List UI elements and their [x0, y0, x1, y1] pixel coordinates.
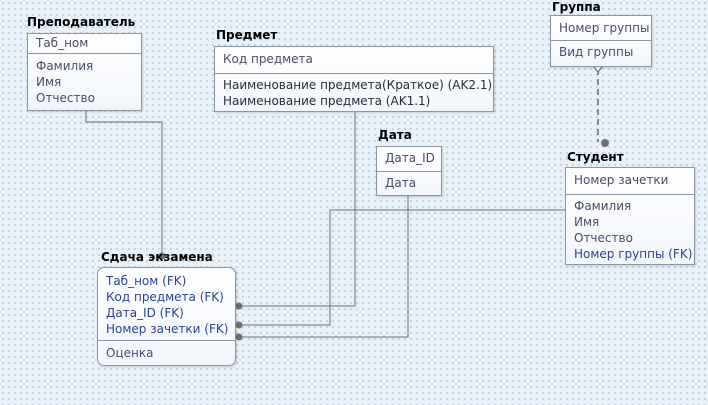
key-attribute[interactable]: Код предмета: [223, 52, 313, 66]
entity-student[interactable]: Номер зачетки Фамилия Имя Отчество Номер…: [565, 167, 695, 265]
primary-key-section: Код предмета: [215, 47, 493, 74]
primary-key-section: Таб_ном: [28, 34, 141, 54]
relationship-student-exam-endpoint: [235, 321, 243, 329]
attribute-section: Фамилия Имя Отчество: [28, 54, 141, 108]
attribute-section: Дата: [377, 172, 441, 193]
attribute[interactable]: Вид группы: [559, 45, 634, 59]
key-attribute[interactable]: Дата_ID: [385, 151, 435, 165]
foreign-key-attribute[interactable]: Код предмета (FK): [106, 290, 224, 304]
foreign-key-attribute[interactable]: Таб_ном (FK): [106, 274, 187, 288]
relationship-subject-exam-endpoint: [235, 302, 243, 310]
primary-key-section: Таб_ном (FK) Код предмета (FK) Дата_ID (…: [98, 268, 235, 341]
relationship-date-exam-endpoint: [235, 333, 243, 341]
attribute-section: Вид группы: [551, 41, 651, 62]
attribute[interactable]: Имя: [36, 75, 62, 89]
attribute-section: Наименование предмета(Краткое) (AK2.1) Н…: [215, 74, 493, 111]
relationship-teacher-exam[interactable]: [85, 110, 163, 255]
attribute[interactable]: Оценка: [106, 346, 154, 360]
attribute[interactable]: Фамилия: [36, 59, 94, 73]
entity-title-student: Студент: [567, 150, 624, 164]
attribute[interactable]: Дата: [385, 176, 417, 190]
entity-subject[interactable]: Код предмета Наименование предмета(Кратк…: [214, 46, 494, 112]
entity-teacher[interactable]: Таб_ном Фамилия Имя Отчество: [27, 33, 142, 111]
key-attribute[interactable]: Номер зачетки: [574, 173, 669, 187]
primary-key-section: Номер зачетки: [566, 168, 694, 195]
attribute[interactable]: Наименование предмета (AK1.1): [223, 94, 431, 108]
primary-key-section: Дата_ID: [377, 147, 441, 172]
entity-title-teacher: Преподаватель: [27, 15, 136, 29]
foreign-key-attribute[interactable]: Номер группы (FK): [574, 247, 693, 261]
relationship-student-exam[interactable]: [240, 209, 566, 326]
attribute[interactable]: Имя: [574, 215, 600, 229]
key-attribute[interactable]: Номер группы: [559, 21, 650, 35]
entity-title-exam: Сдача экзамена: [101, 250, 213, 264]
attribute[interactable]: Отчество: [574, 231, 633, 245]
entity-title-group: Группа: [552, 0, 601, 14]
primary-key-section: Номер группы: [551, 16, 651, 41]
attribute[interactable]: Фамилия: [574, 199, 632, 213]
foreign-key-attribute[interactable]: Номер зачетки (FK): [106, 322, 229, 336]
entity-date[interactable]: Дата_ID Дата: [376, 146, 442, 196]
relationship-group-student-endpoint: [601, 139, 609, 147]
entity-title-date: Дата: [378, 128, 412, 142]
relationship-date-exam[interactable]: [240, 194, 409, 338]
entity-group[interactable]: Номер группы Вид группы: [550, 15, 652, 67]
entity-title-subject: Предмет: [216, 28, 278, 42]
entity-exam[interactable]: Таб_ном (FK) Код предмета (FK) Дата_ID (…: [97, 267, 236, 366]
attribute-section: Оценка: [98, 341, 235, 363]
attribute[interactable]: Отчество: [36, 91, 95, 105]
attribute-section: Фамилия Имя Отчество Номер группы (FK): [566, 195, 694, 264]
foreign-key-attribute[interactable]: Дата_ID (FK): [106, 306, 184, 320]
attribute[interactable]: Наименование предмета(Краткое) (AK2.1): [223, 78, 493, 92]
key-attribute[interactable]: Таб_ном: [36, 36, 89, 50]
relationship-subject-exam[interactable]: [240, 111, 356, 307]
relationship-teacher-exam-endpoint: [158, 252, 166, 260]
